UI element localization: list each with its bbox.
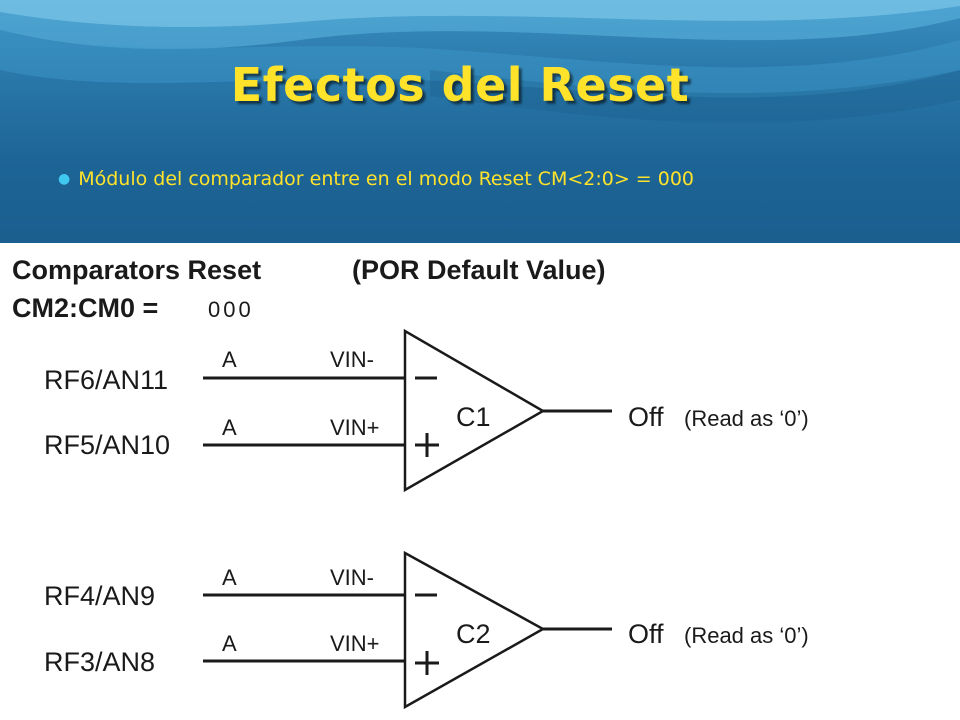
c2-neg-pin-label: RF4/AN9 — [44, 581, 155, 611]
c2-name: C2 — [456, 619, 491, 649]
c2-pos-type: A — [222, 631, 237, 656]
c1-vin-neg: VIN- — [330, 347, 374, 372]
c1-neg-pin-label: RF6/AN11 — [44, 365, 168, 395]
bullet-point: ● Módulo del comparador entre en el modo … — [58, 168, 694, 190]
comparator-diagram: Comparators Reset (POR Default Value) CM… — [12, 255, 809, 710]
c2-output-label: Off — [628, 619, 664, 649]
slide-title: Efectos del Reset — [230, 58, 690, 112]
c2-output-note: (Read as ‘0’) — [684, 623, 809, 648]
diagram-heading-left: Comparators Reset — [12, 255, 261, 285]
mode-value: 000 — [208, 297, 254, 322]
c2-triangle — [403, 550, 546, 710]
wave-background — [0, 0, 960, 123]
c1-vin-pos: VIN+ — [330, 415, 380, 440]
c1-name: C1 — [456, 402, 491, 432]
c2-pos-pin-label: RF3/AN8 — [44, 647, 155, 677]
c2-vin-pos: VIN+ — [330, 631, 380, 656]
diagram-heading-right: (POR Default Value) — [352, 255, 606, 285]
c1-neg-type: A — [222, 347, 237, 372]
mode-label: CM2:CM0 = — [12, 293, 158, 323]
c1-pos-pin-label: RF5/AN10 — [44, 430, 170, 460]
title-banner: Efectos del Reset ● Módulo del comparador… — [0, 0, 960, 243]
c1-pos-type: A — [222, 415, 237, 440]
bullet-text: Módulo del comparador entre en el modo R… — [78, 168, 695, 190]
bullet-dot-icon: ● — [58, 171, 71, 187]
c1-output-label: Off — [628, 402, 664, 432]
c2-neg-type: A — [222, 565, 237, 590]
comparator-c2: RF4/AN9 RF3/AN8 A A VIN- VIN+ C2 Off (Re… — [44, 550, 809, 710]
c1-output-note: (Read as ‘0’) — [684, 406, 809, 431]
comparator-c1: RF6/AN11 RF5/AN10 A A VIN- VIN+ C1 Off (… — [44, 328, 809, 493]
c2-vin-neg: VIN- — [330, 565, 374, 590]
c1-triangle — [403, 328, 546, 493]
